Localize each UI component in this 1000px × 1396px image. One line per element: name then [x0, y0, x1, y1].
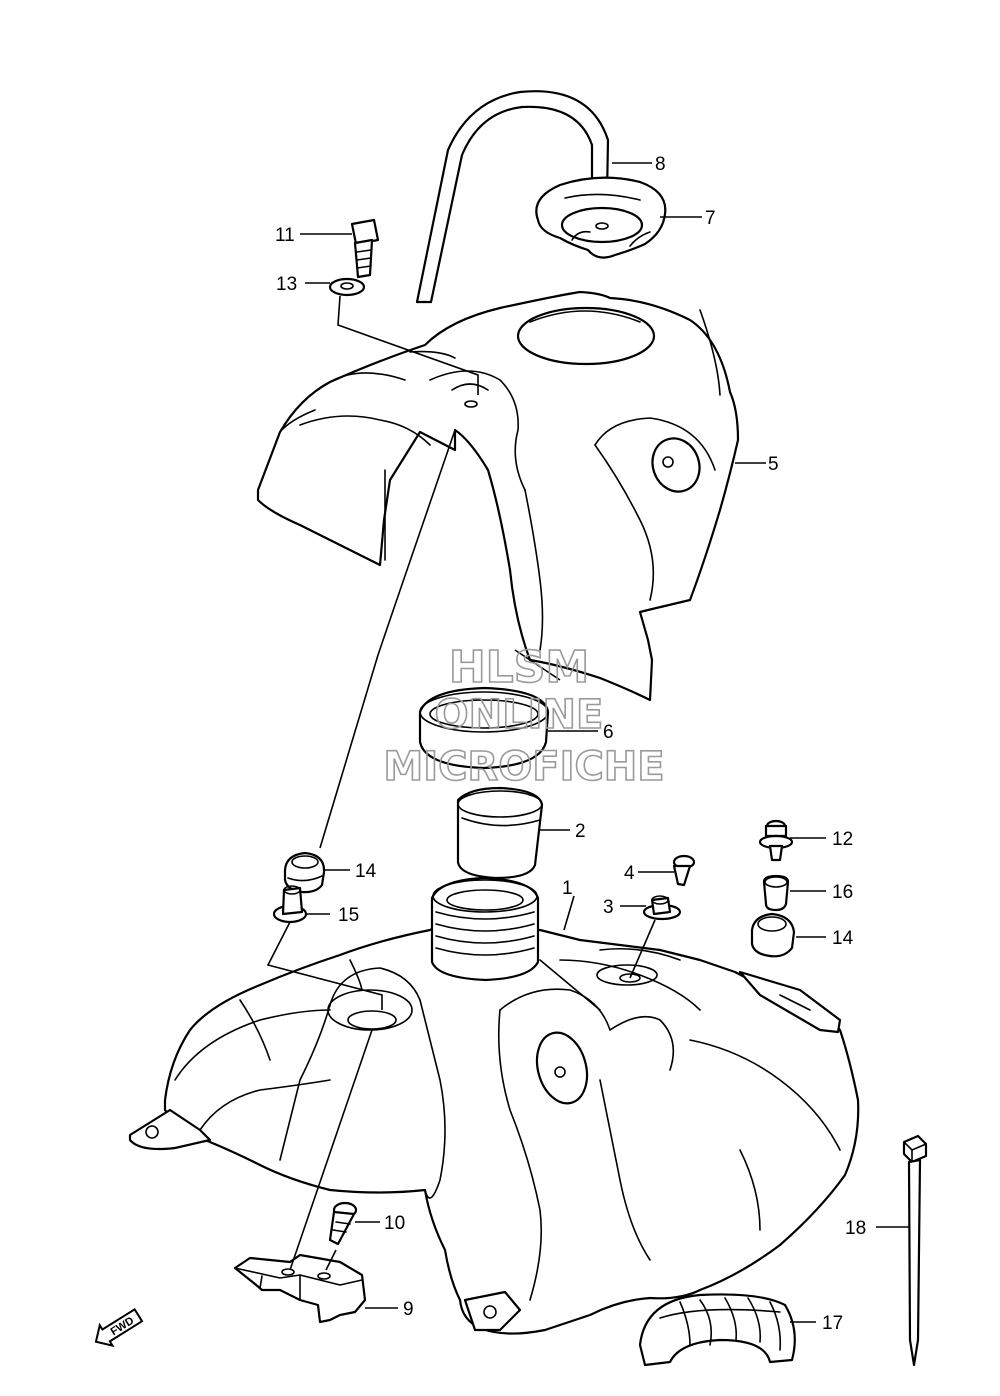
- callout-15: 15: [338, 905, 359, 926]
- callout-10: 10: [384, 1213, 405, 1234]
- callout-18: 18: [845, 1218, 866, 1239]
- watermark-line3: MICROFICHE: [383, 744, 664, 790]
- part-13-washer[interactable]: [328, 277, 366, 297]
- part-10-screw[interactable]: [328, 1201, 358, 1246]
- watermark-line1: HLSM: [449, 642, 589, 693]
- callout-1: 1: [562, 878, 573, 899]
- part-6-gasket-ring[interactable]: [418, 686, 550, 770]
- callout-7: 7: [705, 208, 716, 229]
- part-17-damper[interactable]: [638, 1293, 796, 1367]
- part-18-cable-tie[interactable]: [902, 1134, 928, 1367]
- part-3-collar-bolt[interactable]: [642, 895, 682, 921]
- callout-3: 3: [603, 897, 614, 918]
- part-4-screw[interactable]: [672, 854, 696, 887]
- callout-2: 2: [575, 821, 586, 842]
- part-15-collar[interactable]: [272, 885, 308, 924]
- callout-6: 6: [603, 722, 614, 743]
- callout-4: 4: [624, 863, 635, 884]
- callout-17: 17: [822, 1313, 843, 1334]
- callout-16: 16: [832, 882, 853, 903]
- callout-leaders: [300, 162, 910, 1323]
- assembly-lines: [266, 295, 656, 1271]
- part-11-bolt[interactable]: [350, 218, 380, 279]
- watermark-line2: ONLINE: [435, 692, 604, 738]
- callout-11: 11: [275, 225, 295, 246]
- callout-numbers: 8 7 11 13 5 6 2 1 4 3 14 15 12 16 14 10 …: [275, 154, 866, 1334]
- part-16-spacer[interactable]: [762, 874, 790, 912]
- part-9-bracket[interactable]: [233, 1253, 367, 1324]
- callout-9: 9: [403, 1299, 414, 1320]
- callout-12: 12: [832, 829, 853, 850]
- callout-8: 8: [655, 154, 666, 175]
- callout-13: 13: [276, 274, 297, 295]
- watermark: HLSM ONLINE MICROFICHE: [383, 641, 666, 791]
- part-14-grommet-right[interactable]: [750, 912, 796, 958]
- part-12-bolt[interactable]: [758, 819, 794, 862]
- part-2-filler-sleeve[interactable]: [456, 786, 544, 880]
- callout-5: 5: [768, 454, 779, 475]
- callout-14-right: 14: [832, 928, 854, 949]
- callout-14-left: 14: [355, 861, 377, 882]
- part-5-tank-cover[interactable]: [256, 290, 740, 702]
- part-1-fuel-tank[interactable]: [128, 876, 860, 1335]
- fwd-arrow-icon: FWD: [94, 1307, 144, 1348]
- part-7-fuel-cap[interactable]: [535, 176, 667, 259]
